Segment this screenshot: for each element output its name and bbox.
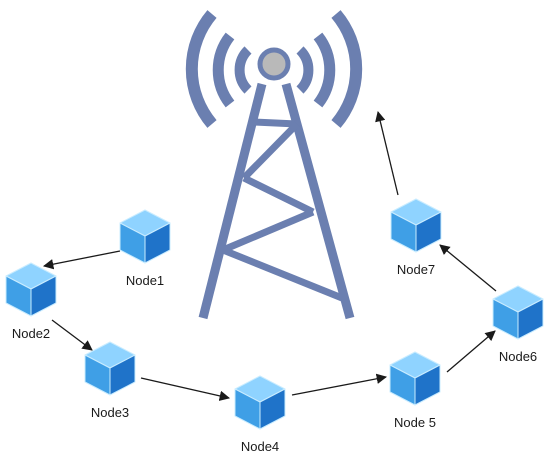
tower-brace <box>252 118 298 128</box>
node-label: Node 5 <box>394 415 436 430</box>
signal-wave-left-outer <box>185 10 217 128</box>
cube-icon <box>390 198 442 253</box>
signal-wave-right-inner <box>296 46 314 94</box>
edges-layer <box>42 110 497 401</box>
node-node5: Node 5 <box>389 351 441 430</box>
tower-emitter <box>257 47 291 81</box>
cube-icon <box>492 285 544 340</box>
radio-tower-icon <box>185 10 363 320</box>
cube-face <box>144 222 171 264</box>
cube-icon <box>234 375 286 430</box>
signal-wave-left-middle <box>212 32 235 108</box>
arrow-node1-to-node2 <box>42 250 121 270</box>
cube-face <box>259 388 286 430</box>
arrow-node4-to-node5 <box>291 373 388 396</box>
cube-icon <box>84 341 136 396</box>
signal-wave-right-outer <box>331 10 363 128</box>
node-node1: Node1 <box>119 209 171 288</box>
cube-face <box>109 354 136 396</box>
arrow-node6-to-node7 <box>439 244 497 292</box>
node-label: Node4 <box>241 439 279 454</box>
node-node4: Node4 <box>234 375 286 454</box>
arrow-node2-to-node3 <box>51 319 93 351</box>
tower-brace <box>221 246 344 302</box>
node-label: Node2 <box>12 326 50 341</box>
node-node6: Node6 <box>492 285 544 364</box>
node-label: Node7 <box>397 262 435 277</box>
node-label: Node1 <box>126 273 164 288</box>
node-label: Node3 <box>91 405 129 420</box>
tower-brace <box>221 208 315 254</box>
signal-wave-left-inner <box>234 46 252 94</box>
tower-brace <box>242 174 315 216</box>
arrow-node7-to-tower <box>375 110 399 196</box>
node-label: Node6 <box>499 349 537 364</box>
node-node7: Node7 <box>390 198 442 277</box>
arrow-node3-to-node4 <box>140 377 231 401</box>
node-node3: Node3 <box>84 341 136 420</box>
cube-icon <box>119 209 171 264</box>
cube-face <box>415 211 442 253</box>
arrow-node5-to-node6 <box>446 330 496 373</box>
cube-face <box>30 275 57 317</box>
cube-icon <box>5 262 57 317</box>
cube-icon <box>389 351 441 406</box>
signal-wave-right-middle <box>313 32 336 108</box>
cube-face <box>517 298 544 340</box>
node-node2: Node2 <box>5 262 57 341</box>
cube-face <box>414 364 441 406</box>
tower-brace <box>241 121 300 181</box>
tower-leg-left <box>198 82 267 320</box>
